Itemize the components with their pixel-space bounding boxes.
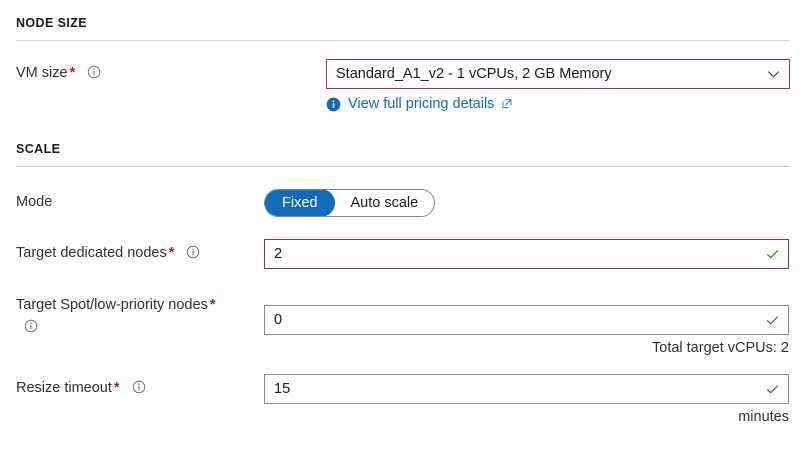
mode-label-group: Mode xyxy=(16,189,264,212)
form-row-vm-size: VM size* Standard_A1_v2 - 1 vCPUs, 2 GB … xyxy=(16,59,790,112)
required-marker: * xyxy=(113,380,120,396)
required-marker: * xyxy=(69,65,76,81)
mode-field-col: Fixed Auto scale xyxy=(264,189,789,217)
vm-size-value: Standard_A1_v2 - 1 vCPUs, 2 GB Memory xyxy=(336,66,612,82)
info-circle-icon[interactable] xyxy=(186,245,200,259)
target-spot-nodes-input[interactable]: 0 xyxy=(264,305,789,335)
resize-timeout-value: 15 xyxy=(274,381,291,397)
resize-timeout-input[interactable]: 15 xyxy=(264,374,789,404)
section-heading-node-size: NODE SIZE xyxy=(16,16,87,30)
target-dedicated-nodes-label: Target dedicated nodes xyxy=(16,245,167,261)
checkmark-icon xyxy=(765,382,780,397)
target-dedicated-nodes-field-col: 2 xyxy=(264,239,789,269)
target-dedicated-nodes-input[interactable]: 2 xyxy=(264,239,789,269)
view-full-pricing-details-link[interactable]: View full pricing details xyxy=(326,96,513,112)
required-marker: * xyxy=(209,297,216,313)
mode-option-fixed[interactable]: Fixed xyxy=(265,190,336,216)
target-dedicated-nodes-label-group: Target dedicated nodes* xyxy=(16,239,264,263)
pricing-link-text: View full pricing details xyxy=(348,96,495,112)
section-heading-scale: SCALE xyxy=(16,142,61,156)
info-circle-icon[interactable] xyxy=(24,319,38,333)
total-target-vcpus-text: Total target vCPUs: 2 xyxy=(652,340,789,356)
mode-label: Mode xyxy=(16,194,53,210)
vm-size-label: VM size xyxy=(16,65,68,81)
vm-size-label-group: VM size* xyxy=(16,59,264,83)
form-row-resize-timeout: Resize timeout* 15 xyxy=(16,374,789,425)
chevron-down-icon[interactable] xyxy=(766,67,781,82)
target-spot-nodes-value: 0 xyxy=(274,312,283,328)
vm-size-dropdown[interactable]: Standard_A1_v2 - 1 vCPUs, 2 GB Memory xyxy=(326,59,790,89)
vm-size-field-col: Standard_A1_v2 - 1 vCPUs, 2 GB Memory xyxy=(264,59,790,112)
required-marker: * xyxy=(168,245,175,261)
section-divider-scale xyxy=(16,166,789,167)
target-spot-nodes-label: Target Spot/low-priority nodes xyxy=(16,297,208,313)
section-divider-node-size xyxy=(16,40,789,41)
mode-toggle[interactable]: Fixed Auto scale xyxy=(264,189,436,217)
target-spot-nodes-label-group: Target Spot/low-priority nodes* xyxy=(16,291,264,337)
resize-timeout-units-text: minutes xyxy=(738,409,789,425)
form-row-target-spot-nodes: Target Spot/low-priority nodes* 0 xyxy=(16,291,789,356)
resize-timeout-field-col: 15 minutes xyxy=(264,374,789,425)
target-spot-nodes-field-col: 0 Total target vCPUs: 2 xyxy=(264,291,789,356)
form-row-target-dedicated-nodes: Target dedicated nodes* 2 xyxy=(16,239,789,269)
target-dedicated-nodes-value: 2 xyxy=(274,246,283,262)
info-circle-icon[interactable] xyxy=(132,380,146,394)
checkmark-icon xyxy=(765,313,780,328)
resize-timeout-label-group: Resize timeout* xyxy=(16,374,264,398)
info-circle-icon[interactable] xyxy=(87,65,101,79)
checkmark-icon xyxy=(765,247,780,262)
external-link-icon xyxy=(501,98,513,110)
form-row-mode: Mode Fixed Auto scale xyxy=(16,189,789,217)
info-filled-icon xyxy=(326,97,341,112)
resize-timeout-label: Resize timeout xyxy=(16,380,112,396)
mode-option-auto-scale[interactable]: Auto scale xyxy=(350,194,419,211)
